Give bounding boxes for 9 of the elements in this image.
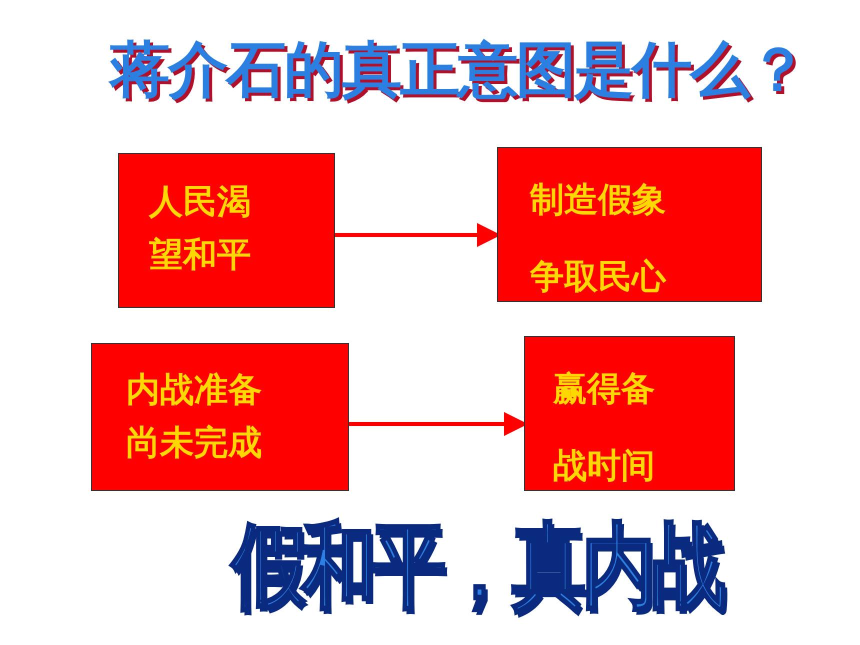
box-text: 内战准备尚未完成 xyxy=(126,369,263,465)
process-box xyxy=(91,343,349,491)
title: 蒋介石的真正意图是什么？ xyxy=(110,34,807,107)
process-box xyxy=(524,336,735,491)
box-text: 制造假象争取民心 xyxy=(530,179,668,298)
box-text: 赢得备战时间 xyxy=(553,368,656,488)
process-box xyxy=(497,147,762,302)
process-box xyxy=(118,153,335,308)
box-text: 人民渴望和平 xyxy=(149,181,252,277)
